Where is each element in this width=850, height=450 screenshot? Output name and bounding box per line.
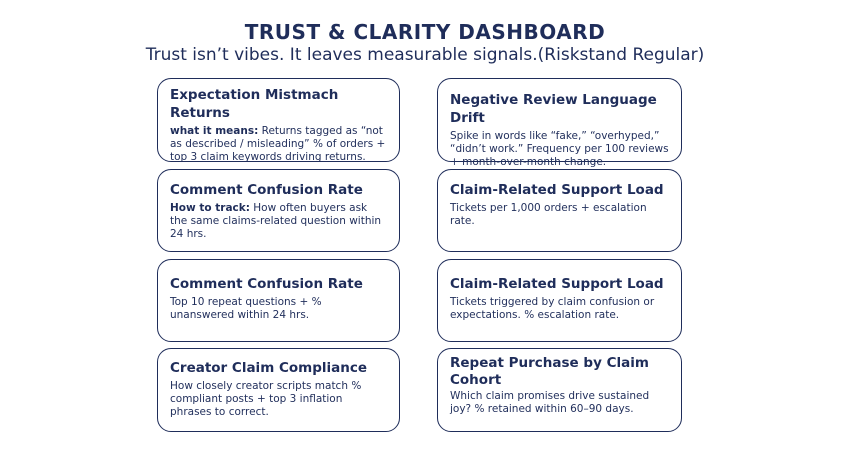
card-title: Comment Confusion Rate: [170, 276, 363, 292]
card-body: How to track: How often buyers ask the s…: [170, 202, 387, 241]
card-text: Spike in words like “fake,” “overhyped,”…: [450, 130, 669, 168]
card-text: Top 10 repeat questions + % unanswered w…: [170, 296, 322, 321]
card-text: How often buyers ask the same claims-rel…: [170, 202, 382, 240]
card-text: Which claim promises drive sustained joy…: [450, 390, 650, 415]
card-title: Creator Claim Compliance: [170, 360, 368, 376]
card-claim-related-support-load-2: Claim-Related Support Load Tickets trigg…: [437, 259, 682, 342]
card-text: Tickets triggered by claim confusion or …: [450, 296, 655, 321]
card-comment-confusion-rate-1: Comment Confusion Rate How to track: How…: [157, 169, 400, 252]
card-text: Tickets per 1,000 orders + escalation ra…: [450, 202, 647, 227]
card-claim-related-support-load-1: Claim-Related Support Load Tickets per 1…: [437, 169, 682, 252]
card-title: Claim-Related Support Load: [450, 182, 664, 198]
card-lead: what it means:: [170, 125, 259, 137]
card-body: Spike in words like “fake,” “overhyped,”…: [450, 130, 669, 169]
card-body: How closely creator scripts match % comp…: [170, 380, 387, 419]
card-body: Top 10 repeat questions + % unanswered w…: [170, 296, 387, 322]
card-body: what it means: Returns tagged as “not as…: [170, 125, 387, 164]
card-text: Returns tagged as “not as described / mi…: [170, 125, 386, 163]
card-title: Negative Review Language Drift: [450, 92, 657, 126]
card-lead: How to track:: [170, 202, 250, 214]
dashboard-title: TRUST & CLARITY DASHBOARD: [244, 20, 606, 44]
card-title: Comment Confusion Rate: [170, 182, 363, 198]
card-repeat-purchase-by-claim-cohort: Repeat Purchase by Claim Cohort Which cl…: [437, 348, 682, 432]
card-creator-claim-compliance: Creator Claim Compliance How closely cre…: [157, 348, 400, 432]
card-text: How closely creator scripts match % comp…: [170, 380, 362, 418]
card-comment-confusion-rate-2: Comment Confusion Rate Top 10 repeat que…: [157, 259, 400, 342]
card-negative-review-language-drift: Negative Review Language Drift Spike in …: [437, 78, 682, 168]
card-body: Tickets triggered by claim confusion or …: [450, 296, 669, 322]
dashboard-subtitle: Trust isn’t vibes. It leaves measurable …: [145, 45, 705, 65]
card-title: Expectation Mistmach Returns: [170, 87, 339, 121]
card-expectation-mismatch-returns: Expectation Mistmach Returns what it mea…: [157, 78, 400, 164]
card-title: Repeat Purchase by Claim Cohort: [450, 355, 649, 388]
card-title: Claim-Related Support Load: [450, 276, 664, 292]
card-body: Which claim promises drive sustained joy…: [450, 390, 669, 416]
card-body: Tickets per 1,000 orders + escalation ra…: [450, 202, 669, 228]
